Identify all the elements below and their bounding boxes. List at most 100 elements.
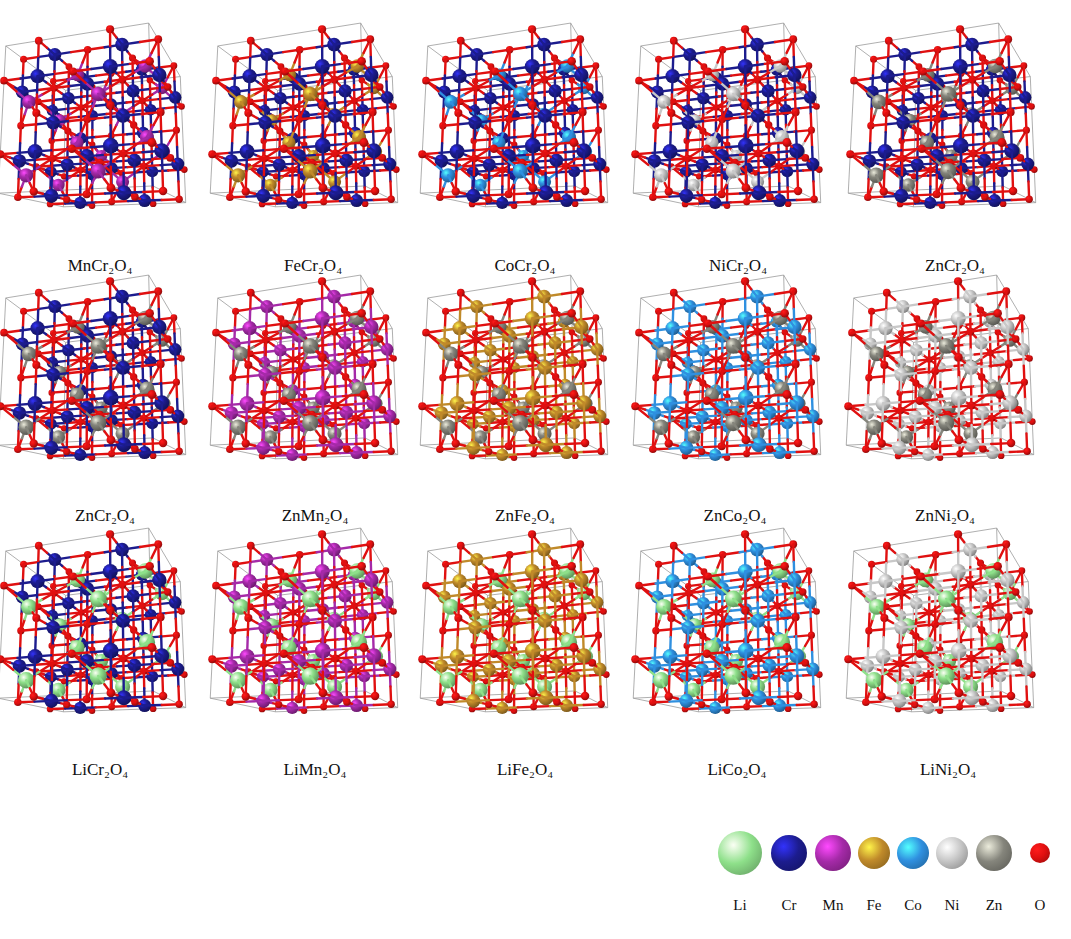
bond-stick <box>346 159 364 160</box>
bond-stick <box>178 164 179 181</box>
bond-stick <box>263 195 280 196</box>
unit-cell-edge <box>0 46 6 193</box>
bond-stick <box>264 157 281 158</box>
bond-stick <box>284 147 303 148</box>
bond-stick <box>509 194 527 195</box>
bond-stick <box>502 202 518 203</box>
bond-stick <box>111 167 127 168</box>
atom-sphere <box>357 57 366 66</box>
bond-stick <box>475 121 492 123</box>
bond-stick <box>514 114 528 115</box>
bond-stick <box>458 113 459 132</box>
bond-stick <box>19 160 35 161</box>
bond-stick <box>581 75 582 93</box>
bond-stick <box>299 194 317 195</box>
bond-stick <box>574 170 590 171</box>
bond-stick <box>21 124 37 126</box>
bond-stick <box>489 164 505 165</box>
bond-stick <box>92 114 106 115</box>
atom-sphere <box>371 187 379 195</box>
bond-stick <box>112 201 128 202</box>
bond-stick <box>304 114 318 115</box>
bond-stick <box>598 130 599 147</box>
bond-stick <box>371 75 372 93</box>
bond-stick <box>456 152 457 172</box>
bond-stick <box>250 41 251 59</box>
bond-stick <box>20 126 21 143</box>
bond-stick <box>152 170 168 171</box>
bond-stick <box>292 202 308 203</box>
bond-stick <box>503 137 518 138</box>
atom-sphere <box>159 187 167 195</box>
bond-stick <box>159 75 160 93</box>
bond-stick <box>175 97 176 113</box>
bond-stick <box>460 41 461 59</box>
bond-stick <box>388 130 389 147</box>
bond-stick <box>373 112 374 131</box>
bond-stick <box>600 164 601 181</box>
bond-stick <box>18 197 35 198</box>
atom-sphere <box>569 138 578 147</box>
atom-sphere <box>145 57 154 66</box>
bond-stick <box>233 124 249 126</box>
bond-stick <box>53 121 70 123</box>
bond-stick <box>441 160 457 161</box>
bond-stick <box>36 113 37 132</box>
bond-stick <box>158 39 159 57</box>
bond-stick <box>567 200 584 201</box>
bond-stick <box>111 134 127 135</box>
bond-stick <box>442 126 443 143</box>
bond-stick <box>51 195 68 196</box>
bond-stick <box>390 164 391 181</box>
atom-sphere <box>529 183 538 192</box>
bond-stick <box>161 112 162 131</box>
unit-cell-edge <box>210 46 218 193</box>
bond-stick <box>212 153 229 154</box>
bond-stick <box>445 59 446 75</box>
bond-stick <box>81 137 96 138</box>
bond-stick <box>299 118 317 120</box>
bond-stick <box>323 134 339 135</box>
atom-sphere <box>598 196 605 203</box>
bond-stick <box>459 76 460 94</box>
bond-stick <box>443 124 459 126</box>
bond-stick <box>123 152 142 153</box>
unit-cell-edge <box>180 77 185 203</box>
bond-stick <box>0 153 17 154</box>
atom-sphere <box>30 187 38 195</box>
bond-stick <box>583 112 584 131</box>
bond-stick <box>580 39 581 57</box>
bond-stick <box>248 113 249 132</box>
bond-stick <box>472 203 487 204</box>
bond-stick <box>534 201 550 202</box>
unit-cell-edge <box>633 46 641 193</box>
atom-sphere <box>107 183 116 192</box>
bond-stick <box>474 157 491 158</box>
bond-stick <box>232 126 233 143</box>
bond-stick <box>312 161 329 162</box>
bond-stick <box>422 153 439 154</box>
bond-stick <box>533 167 549 168</box>
bond-stick <box>597 97 598 113</box>
bond-stick <box>324 201 340 202</box>
atom-sphere <box>147 138 156 147</box>
bond-stick <box>533 134 549 135</box>
bond-stick <box>144 165 161 166</box>
bond-stick <box>727 114 741 115</box>
bond-stick <box>494 147 513 148</box>
crystal-model <box>418 23 609 209</box>
bond-stick <box>162 151 163 171</box>
atom-sphere <box>242 187 250 195</box>
bond-stick <box>457 150 475 151</box>
atom-sphere <box>581 187 589 195</box>
bond-stick <box>35 150 53 151</box>
bond-stick <box>38 41 39 59</box>
bond-stick <box>323 167 339 168</box>
bond-stick <box>231 160 247 161</box>
unit-cell-edge <box>392 77 397 203</box>
bond-stick <box>230 197 247 198</box>
bond-stick <box>546 192 565 193</box>
bond-stick <box>545 152 564 153</box>
bond-stick <box>509 118 527 120</box>
bond-stick <box>23 59 24 75</box>
